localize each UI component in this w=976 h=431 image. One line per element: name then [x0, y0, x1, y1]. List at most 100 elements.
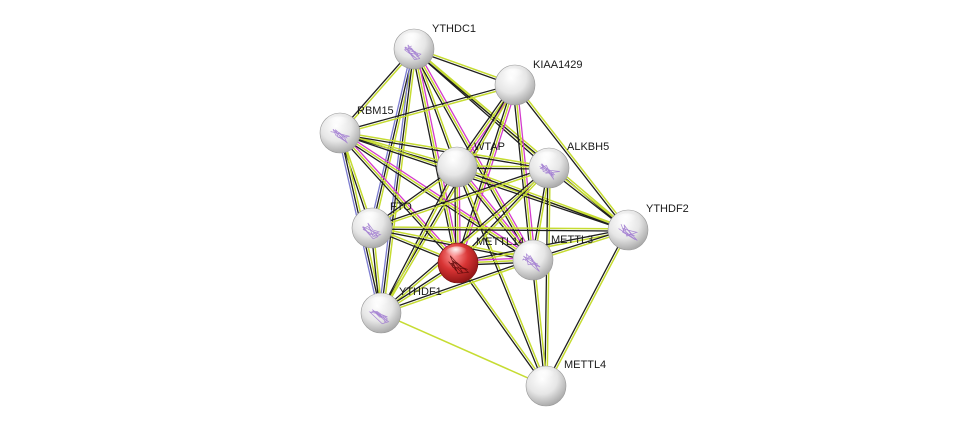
- edge-line-coexpression: [380, 48, 415, 314]
- edge-line-coexpression: [544, 167, 549, 387]
- node-label: METTL3: [551, 234, 593, 246]
- protein-structure-icon: [330, 128, 350, 144]
- edge-fto-ythdf2: [371, 226, 629, 232]
- edge-kiaa1429-mettl14: [455, 83, 518, 265]
- edge-line-coexpression: [455, 83, 514, 263]
- node-highlight: [519, 243, 545, 259]
- edge-line-textmining: [458, 261, 548, 387]
- edge-ythdc1-fto: [369, 47, 417, 230]
- edge-line-textmining: [371, 168, 551, 230]
- edge-line-coexpression: [512, 84, 532, 261]
- edge-line-textmining: [380, 260, 535, 315]
- edge-line-coexpression: [338, 133, 629, 232]
- edge-line-coexpression: [371, 48, 415, 229]
- node-label: YTHDF2: [646, 203, 689, 215]
- node-fto[interactable]: FTO: [351, 201, 412, 249]
- node-kiaa1429[interactable]: KIAA1429: [494, 59, 583, 106]
- edge-kiaa1429-rbm15: [339, 83, 517, 135]
- edge-line-coexpression: [544, 228, 628, 387]
- edge-line-coexpression: [339, 83, 516, 133]
- protein-structure-icon: [362, 222, 382, 240]
- edge-line-textmining: [339, 131, 630, 230]
- edge-line-coexpression: [456, 262, 546, 388]
- node-highlight: [443, 150, 469, 166]
- edge-mettl3-ythdf1: [379, 258, 535, 315]
- edge-line-textmining: [381, 166, 459, 315]
- edge-line-textmining: [380, 312, 547, 387]
- edge-mettl3-mettl4: [531, 259, 548, 387]
- edge-line-textmining: [382, 48, 417, 315]
- edge-line-textmining: [457, 84, 516, 264]
- edge-line-coexpression: [379, 166, 549, 313]
- edge-line-textmining: [339, 132, 534, 261]
- protein-structure-icon: [618, 223, 639, 241]
- protein-structure-icon: [539, 163, 560, 180]
- node-label: ALKBH5: [567, 141, 609, 153]
- node-highlight: [367, 296, 393, 312]
- node-label: YTHDC1: [432, 23, 476, 35]
- edge-alkbh5-fto: [370, 166, 551, 230]
- edge-rbm15-mettl3: [338, 130, 535, 263]
- edge-wtap-mettl4: [455, 165, 548, 388]
- edge-line-homology: [378, 48, 413, 314]
- node-highlight: [326, 116, 352, 132]
- edge-line-textmining: [339, 131, 550, 168]
- node-ythdc1[interactable]: YTHDC1: [393, 23, 476, 70]
- edge-line-textmining: [371, 226, 534, 260]
- edge-line-homology: [369, 47, 413, 229]
- node-mettl4[interactable]: METTL4: [525, 359, 606, 407]
- edge-line-textmining: [371, 226, 629, 230]
- node-highlight: [532, 369, 558, 385]
- node-mettl14[interactable]: METTL14: [437, 236, 524, 284]
- edge-line-coexpression: [379, 165, 457, 314]
- edge-line-experiments: [340, 130, 535, 259]
- edge-kiaa1429-ythdf2: [513, 83, 630, 232]
- edge-line-textmining: [413, 47, 630, 230]
- edge-alkbh5-ythdf1: [379, 166, 551, 315]
- node-label: METTL14: [476, 236, 524, 248]
- protein-structure-icon: [403, 44, 422, 61]
- node-label: FTO: [390, 201, 412, 213]
- node-label: WTAP: [474, 141, 505, 153]
- edge-line-coexpression: [337, 133, 458, 266]
- node-label: YTHDF1: [399, 286, 442, 298]
- node-ythdf2[interactable]: YTHDF2: [607, 203, 689, 251]
- node-highlight: [400, 32, 426, 48]
- edge-line-experiments: [459, 85, 518, 265]
- edge-line-coexpression: [371, 228, 629, 232]
- edge-rbm15-ythdf2: [338, 131, 630, 232]
- edge-line-textmining: [373, 48, 417, 230]
- edge-ythdf1-mettl4: [380, 312, 547, 387]
- edge-line-textmining: [546, 167, 551, 387]
- node-wtap[interactable]: WTAP: [436, 141, 505, 188]
- edge-line-coexpression: [338, 134, 533, 263]
- node-mettl3[interactable]: METTL3: [512, 234, 593, 281]
- edge-line-textmining: [546, 229, 630, 388]
- edge-line-coexpression: [370, 166, 550, 228]
- node-highlight: [614, 213, 640, 229]
- edge-line-coexpression: [531, 259, 546, 387]
- node-alkbh5[interactable]: ALKBH5: [528, 141, 609, 189]
- edge-line-textmining: [515, 83, 630, 231]
- edge-line-coexpression: [513, 85, 628, 232]
- edge-alkbh5-mettl4: [544, 167, 551, 387]
- edge-line-textmining: [458, 168, 551, 265]
- node-rbm15[interactable]: RBM15: [319, 105, 394, 154]
- protein-structure-icon: [368, 309, 390, 325]
- edge-ythdf2-mettl4: [544, 228, 630, 388]
- node-highlight: [358, 211, 384, 227]
- edge-line-textmining: [339, 132, 459, 264]
- edge-line-textmining: [457, 165, 548, 387]
- edges: [337, 47, 630, 388]
- node-label: RBM15: [357, 105, 394, 117]
- node-highlight: [444, 246, 470, 262]
- edge-ythdc1-ythdf1: [378, 48, 417, 315]
- edge-line-textmining: [381, 84, 517, 315]
- edge-line-coexpression: [455, 166, 546, 388]
- node-label: METTL4: [564, 359, 606, 371]
- edge-line-textmining: [380, 168, 551, 315]
- node-label: KIAA1429: [533, 59, 583, 71]
- node-highlight: [501, 68, 527, 84]
- node-ythdf1[interactable]: YTHDF1: [360, 286, 442, 334]
